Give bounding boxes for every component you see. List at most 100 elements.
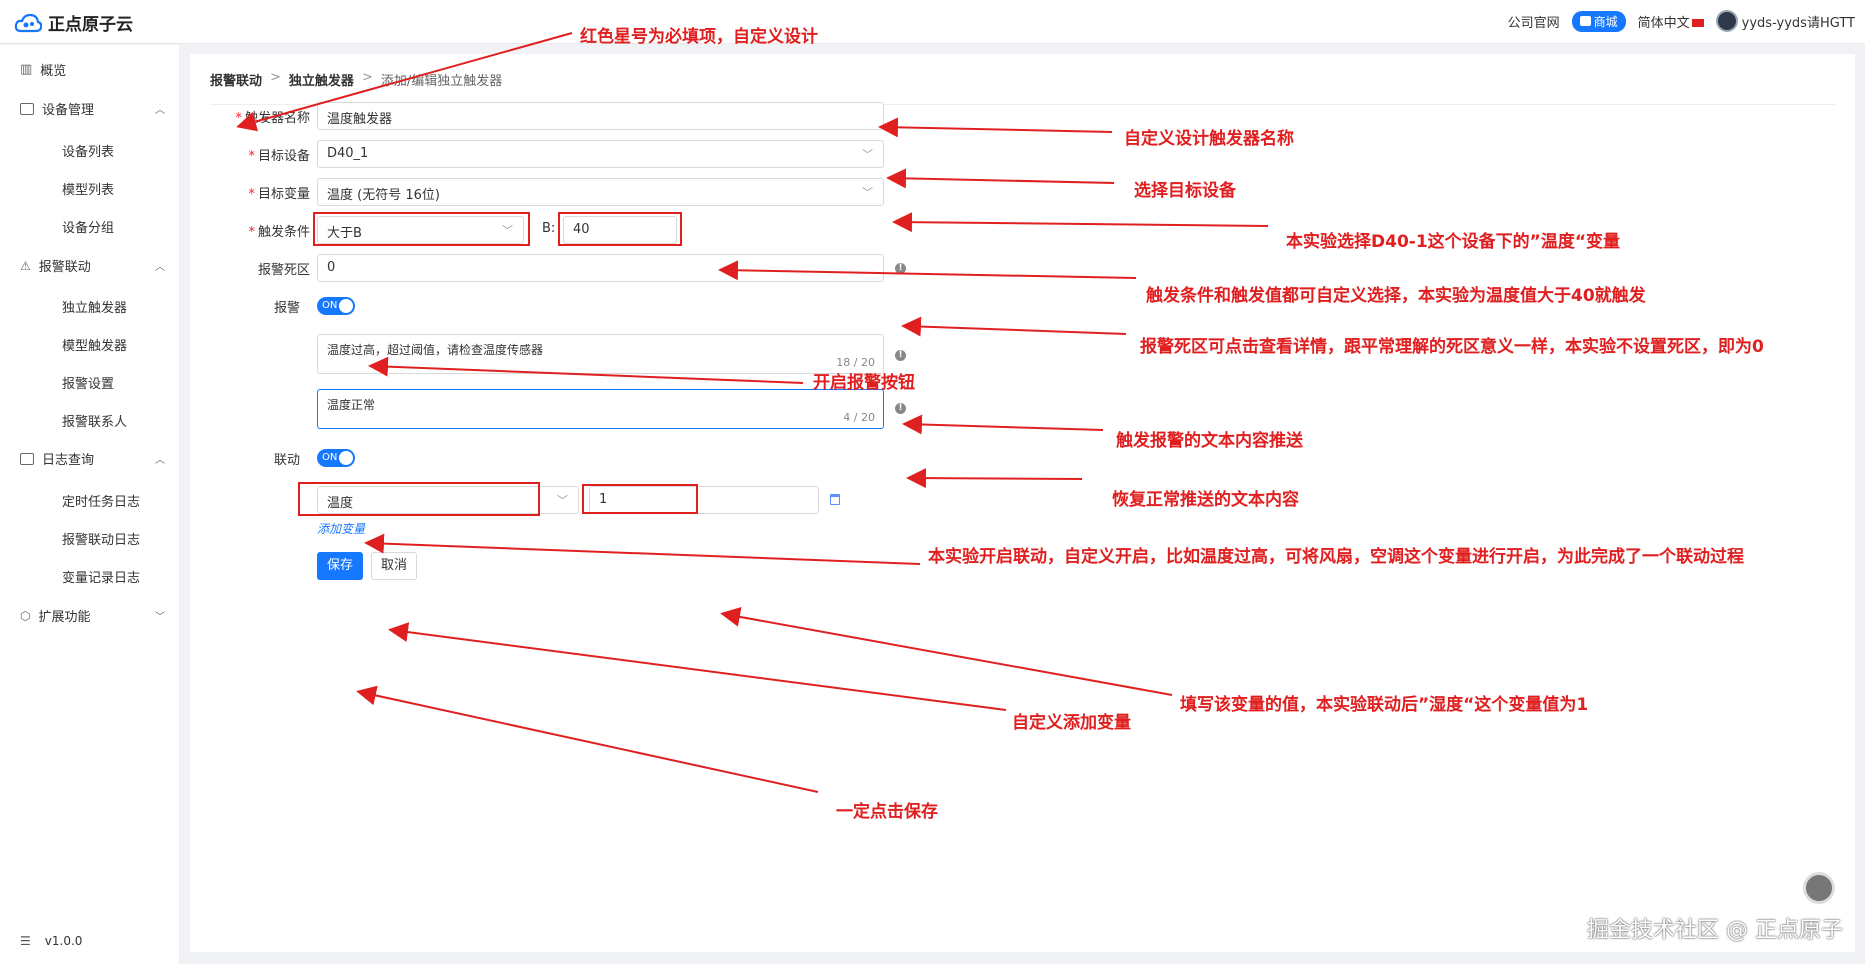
sidebar-item-standalone-trigger[interactable]: 独立触发器 [62,301,128,316]
avatar [1715,10,1738,32]
deadband-label: 报警死区 [257,263,310,278]
sidebar-item-alarm-link[interactable]: ⚠ 报警联动 ︿ [20,256,165,276]
deadband-value: 0 [327,260,336,275]
breadcrumb-standalone-trigger[interactable]: 独立触发器 [288,74,354,89]
annotation: 填写该变量的值，本实验联动后”湿度“这个变量值为1 [1180,695,1589,715]
target-device-label: *目标设备 [248,149,310,164]
annotation: 自定义添加变量 [1012,713,1131,733]
collapse-icon[interactable]: ☰ [20,934,31,948]
logo[interactable]: 正点原子云 [14,10,133,35]
annotation: 开启报警按钮 [813,373,915,393]
annotation: 触发条件和触发值都可自定义选择，本实验为温度值大于40就触发 [1146,286,1646,306]
target-variable-value: 温度 (无符号 16位) [327,188,440,203]
sidebar-item-model-list[interactable]: 模型列表 [62,183,115,198]
logo-text: 正点原子云 [48,15,133,35]
info-icon[interactable]: ! [895,350,906,361]
sidebar-item-alarm-contacts[interactable]: 报警联系人 [62,415,128,430]
info-icon[interactable]: ! [895,263,906,274]
target-device-select[interactable]: D40_1﹀ [317,140,884,168]
link-toggle[interactable]: ON [317,449,355,467]
annotation: 本实验选择D40-1这个设备下的”温度“变量 [1286,232,1620,252]
link-variable-value: 温度 [327,496,354,511]
alarm-toggle[interactable]: ON [317,297,355,315]
chevron-down-icon: ﹀ [862,186,873,199]
annotation: 本实验开启联动，自定义开启，比如温度过高，可将风扇，空调这个变量进行开启，为此完… [928,547,1744,567]
chevron-up-icon: ︿ [155,262,165,273]
chevron-down-icon: ﹀ [155,612,165,623]
language-select[interactable]: 简体中文 [1638,12,1704,31]
link-value: 1 [599,492,608,507]
chevron-down-icon: ﹀ [557,494,568,507]
sidebar-item-device-list[interactable]: 设备列表 [62,145,115,160]
top-bar: 正点原子云 公司官网 商城 简体中文 yyds-yyds请HGTT [0,0,1865,44]
sidebar-item-label: 概览 [40,64,67,79]
b-label: B: [542,221,556,236]
sidebar-item-device-group[interactable]: 设备分组 [62,221,115,236]
version-footer: ☰ v1.0.0 [20,934,82,948]
sidebar: ▥ 概览 设备管理 ︿ 设备列表 模型列表 设备分组 ⚠ 报警联动 ︿ 独立触发… [0,45,180,964]
save-button[interactable]: 保存 [317,552,363,580]
cancel-button[interactable]: 取消 [371,552,417,580]
main-panel: 报警联动 > 独立触发器 > 添加/编辑独立触发器 *触发器名称 温度触发器 *… [190,54,1855,952]
annotation: 选择目标设备 [1134,181,1236,201]
info-icon[interactable]: ! [895,403,906,414]
sidebar-item-label: 扩展功能 [38,610,91,625]
char-count: 18 / 20 [836,356,875,369]
version-label: v1.0.0 [44,934,83,948]
condition-select[interactable]: 大于B ﹀ [317,216,524,244]
link-variable-select[interactable]: 温度 ﹀ [317,486,579,514]
chevron-down-icon: ﹀ [502,224,513,237]
shop-icon [1579,16,1591,26]
trigger-name-label: *触发器名称 [235,111,310,126]
device-icon [20,102,34,115]
sidebar-item-variable-record-log[interactable]: 变量记录日志 [62,571,141,586]
deadband-input[interactable]: 0 [317,254,884,282]
alarm-text-value: 温度过高，超过阈值，请检查温度传感器 [327,343,544,357]
cloud-logo-icon [14,13,42,32]
sidebar-item-overview[interactable]: ▥ 概览 [20,60,165,79]
add-variable-link[interactable]: 添加变量 [317,522,366,536]
annotation: 自定义设计触发器名称 [1124,129,1294,149]
char-count: 4 / 20 [843,411,875,424]
alarm-icon: ⚠ [20,258,31,273]
target-device-value: D40_1 [327,146,369,161]
b-value-input[interactable]: 40 [563,216,677,244]
chart-icon: ▥ [20,62,33,77]
chevron-up-icon: ︿ [155,455,165,466]
condition-value: 大于B [327,226,362,241]
target-variable-select[interactable]: 温度 (无符号 16位) ﹀ [317,178,884,206]
link-label: 联动 [273,453,300,468]
official-site-link[interactable]: 公司官网 [1507,15,1560,31]
shop-label: 商城 [1593,14,1618,29]
shop-button[interactable]: 商城 [1571,10,1626,32]
username: yyds-yyds请HGTT [1741,15,1855,31]
sidebar-item-scheduled-task-log[interactable]: 定时任务日志 [62,495,141,510]
sidebar-item-alarm-link-log[interactable]: 报警联动日志 [62,533,141,548]
sidebar-item-alarm-settings[interactable]: 报警设置 [62,377,115,392]
alarm-text-input[interactable]: 温度过高，超过阈值，请检查温度传感器 18 / 20 [317,334,884,374]
recover-text-value: 温度正常 [327,398,376,412]
trigger-name-input[interactable]: 温度触发器 [317,102,884,130]
cube-icon: ⬡ [20,608,31,623]
link-value-input[interactable]: 1 [589,486,819,514]
sidebar-item-log-query[interactable]: 日志查询 ︿ [20,449,165,468]
annotation: 红色星号为必填项，自定义设计 [580,27,818,47]
help-icon[interactable] [1803,872,1835,904]
breadcrumb-alarm-link[interactable]: 报警联动 [210,74,263,89]
sidebar-item-device-mgmt[interactable]: 设备管理 ︿ [20,99,165,118]
sidebar-item-label: 日志查询 [42,453,95,468]
trash-icon[interactable] [830,494,840,505]
breadcrumb: 报警联动 > 独立触发器 > 添加/编辑独立触发器 [210,70,502,89]
breadcrumb-separator: > [361,70,373,85]
alarm-label: 报警 [273,301,300,316]
sidebar-item-model-trigger[interactable]: 模型触发器 [62,339,128,354]
user-menu[interactable]: yyds-yyds请HGTT [1715,10,1855,32]
recover-text-input[interactable]: 温度正常 4 / 20 [317,389,884,429]
sidebar-item-label: 报警联动 [38,260,91,275]
annotation: 恢复正常推送的文本内容 [1112,490,1299,510]
condition-label: *触发条件 [248,225,310,240]
sidebar-item-extensions[interactable]: ⬡ 扩展功能 ﹀ [20,606,165,626]
chevron-up-icon: ︿ [155,105,165,116]
sidebar-item-label: 设备管理 [42,103,95,118]
watermark: 掘金技术社区 @ 正点原子 [1587,918,1843,943]
